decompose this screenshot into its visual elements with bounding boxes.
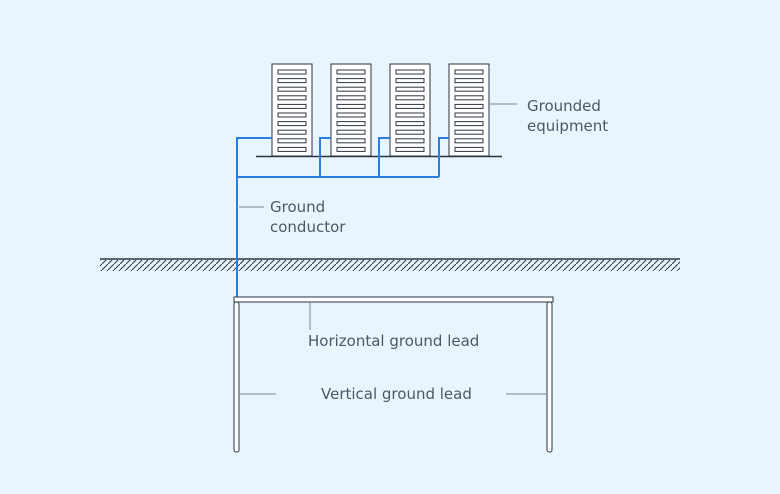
horizontal-ground-lead	[233, 296, 554, 303]
conductor-branch-4	[438, 137, 449, 177]
rack-slot	[336, 112, 366, 118]
equipment-rack-4	[448, 63, 490, 157]
rack-slot	[395, 69, 425, 75]
rack-frame	[389, 63, 431, 157]
vertical-ground-lead-left	[233, 301, 240, 453]
equipment-rack-1	[271, 63, 313, 157]
ground-conductor	[236, 137, 449, 298]
rack-slot	[395, 78, 425, 84]
leader-lines	[239, 103, 546, 395]
rack-slot	[336, 146, 366, 152]
label-ground-conductor-line1: Ground	[270, 198, 326, 216]
rack-slot	[454, 69, 484, 75]
label-grounded-equipment-line1: Grounded	[527, 97, 601, 115]
rack-slot	[336, 103, 366, 109]
rack-slot	[277, 129, 307, 135]
rack-slot	[395, 121, 425, 127]
rack-slot	[395, 129, 425, 135]
rack-slot	[454, 129, 484, 135]
rack-slot	[395, 95, 425, 101]
label-grounded-equipment: Grounded equipment	[527, 96, 608, 136]
conductor-branch-3	[378, 137, 390, 177]
vertical-ground-lead-right	[546, 301, 553, 453]
rack-slot	[454, 112, 484, 118]
label-horizontal-ground-lead: Horizontal ground lead	[308, 332, 480, 350]
ground-surface	[100, 258, 680, 271]
rack-slot	[336, 95, 366, 101]
rack-slot	[395, 112, 425, 118]
rack-slot	[336, 138, 366, 144]
rack-slot	[277, 138, 307, 144]
rack-slot	[277, 112, 307, 118]
rack-slot	[277, 95, 307, 101]
rack-slot	[395, 86, 425, 92]
equipment-rack-2	[330, 63, 372, 157]
rack-slot	[277, 103, 307, 109]
rack-slot	[395, 138, 425, 144]
rack-slot	[277, 121, 307, 127]
label-ground-conductor: Ground conductor	[270, 197, 345, 237]
equipment-rack-3	[389, 63, 431, 157]
grounded-equipment-group	[271, 63, 490, 157]
label-grounded-equipment-line2: equipment	[527, 117, 609, 135]
rack-slot	[277, 146, 307, 152]
rack-slot	[277, 69, 307, 75]
ground-hatching	[100, 260, 680, 271]
rack-slot	[454, 138, 484, 144]
rack-slot	[395, 103, 425, 109]
rack-slot	[454, 95, 484, 101]
rack-slot	[454, 86, 484, 92]
label-ground-conductor-line2: conductor	[270, 218, 346, 236]
ground-electrode	[233, 296, 554, 453]
rack-slot	[395, 146, 425, 152]
conductor-branch-2	[319, 137, 331, 177]
rack-slot	[336, 121, 366, 127]
rack-frame	[448, 63, 490, 157]
rack-slot	[336, 69, 366, 75]
rack-slot	[336, 86, 366, 92]
rack-slot	[454, 78, 484, 84]
rack-slot	[454, 103, 484, 109]
rack-slot	[277, 86, 307, 92]
label-vertical-ground-lead: Vertical ground lead	[321, 385, 472, 403]
rack-slot	[336, 78, 366, 84]
conductor-main-run	[236, 137, 272, 298]
rack-slot	[336, 129, 366, 135]
rack-slot	[277, 78, 307, 84]
rack-slot	[454, 146, 484, 152]
rack-slot	[454, 121, 484, 127]
